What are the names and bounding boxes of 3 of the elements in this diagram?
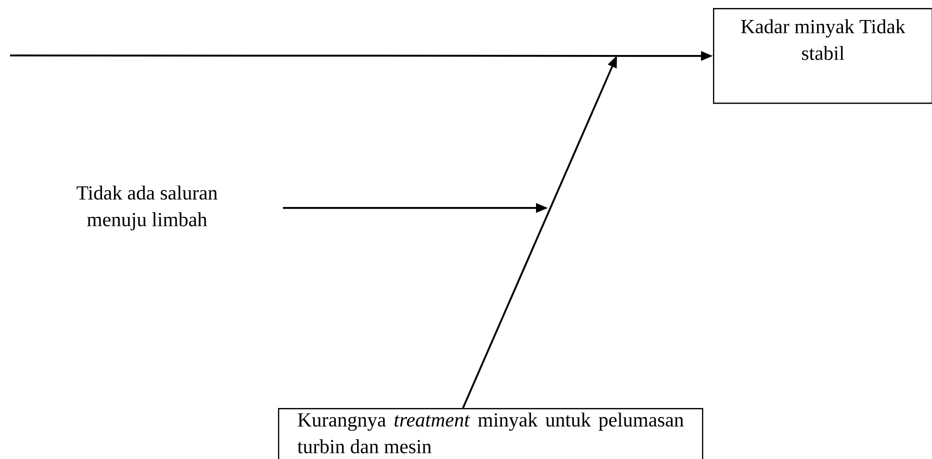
cause-box: Kurangnya treatment minyak untuk pelumasan turbin dan mesin xyxy=(278,408,704,459)
effect-box: Kadar minyak Tidak stabil xyxy=(713,8,932,104)
cause-label: Tidak ada saluran menuju limbah xyxy=(76,186,218,230)
